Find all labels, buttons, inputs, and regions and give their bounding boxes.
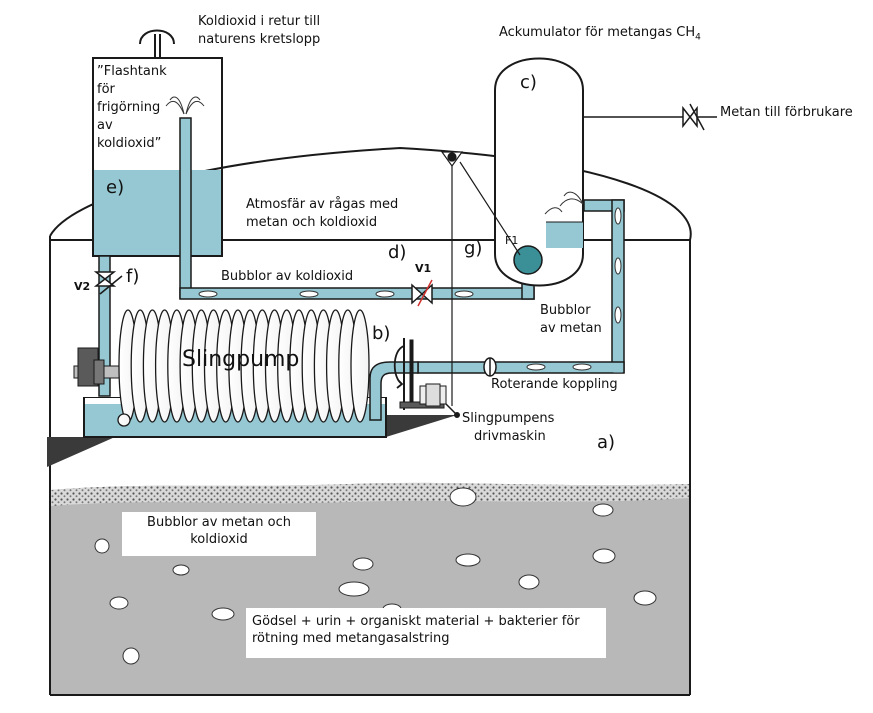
substrate-label-1: Gödsel + urin + organiskt material + bak… [252,614,580,629]
coil-outlet-pipe [369,361,419,421]
accumulator-label-text: Ackumulator för metangas CH [499,25,696,40]
label-e: e) [106,177,125,198]
valve-v1-label: V1 [415,262,432,275]
substrate-label-2: rötning med metangasalstring [252,631,450,646]
accumulator-label: Ackumulator för metangas CH4 [499,24,701,47]
valve-v1-icon [411,279,433,307]
valve-v2-label: V2 [74,280,91,293]
drive-label-2: drivmaskin [474,429,546,444]
slingpump-label: Slingpump [182,347,300,372]
methane-bubbles-label-2: av metan [540,321,602,336]
substrate-box: Gödsel + urin + organiskt material + bak… [246,608,606,658]
valve-v2-icon [93,271,123,295]
flash-tank-label-1: ”Flashtank [97,64,167,79]
base-wedge-left [47,437,115,467]
atmosphere-label-2: metan och koldioxid [246,215,378,230]
co2-return-label-2: naturens kretslopp [198,32,321,47]
pipe-v2 [98,255,111,397]
rotating-coupling-label: Roterande koppling [491,377,618,392]
co2-bubbles-label: Bubblor av koldioxid [221,269,354,284]
rotating-coupling-icon [483,357,497,377]
float-f1-label: F1 [505,234,519,247]
spray-icon-accumulator [544,191,584,215]
flash-tank-label-3: frigörning [97,100,161,115]
coil-turn [350,309,370,423]
label-b: b) [372,323,391,344]
outlet-valve-icon [682,103,705,131]
spray-icon [165,96,205,115]
label-f: f) [126,266,140,287]
methane-out-label: Metan till förbrukare [720,105,853,120]
mixed-bubbles-label-2: koldioxid [190,532,248,547]
vent-cap-icon [139,29,175,58]
accumulator-tank [494,57,584,287]
drive-label-1: Slingpumpens [462,411,555,426]
digester-tank [49,146,692,696]
co2-return-label-1: Koldioxid i retur till [198,14,321,29]
label-g: g) [464,238,483,259]
label-d: d) [388,242,407,263]
atmosphere-label-1: Atmosfär av rågas med [246,197,399,212]
float-f1 [513,245,543,275]
methane-pipe-bubbles [526,207,622,371]
accumulator-label-subscript: 4 [695,32,701,43]
co2-pipe-bubbles [198,290,474,298]
mixed-bubbles-box: Bubblor av metan och koldioxid [122,512,316,556]
base-wedge-right [386,415,457,437]
flash-tank [92,57,223,257]
label-c: c) [520,72,537,93]
methane-bubbles-label-1: Bubblor [540,303,591,318]
drive-motor-icon [399,338,460,418]
methane-pipe [417,199,625,374]
flash-tank-label-2: för [97,82,115,97]
flash-tank-label-5: koldioxid” [97,136,162,151]
flash-tank-label-4: av [97,118,113,133]
mixed-bubbles-label-1: Bubblor av metan och [147,515,291,530]
float-guide [440,151,521,406]
pump-shaft [73,347,127,387]
coil-inlet [117,413,131,427]
slingpump-coil [117,309,370,427]
label-a: a) [597,432,616,453]
rotation-arrow-icon [393,345,405,389]
